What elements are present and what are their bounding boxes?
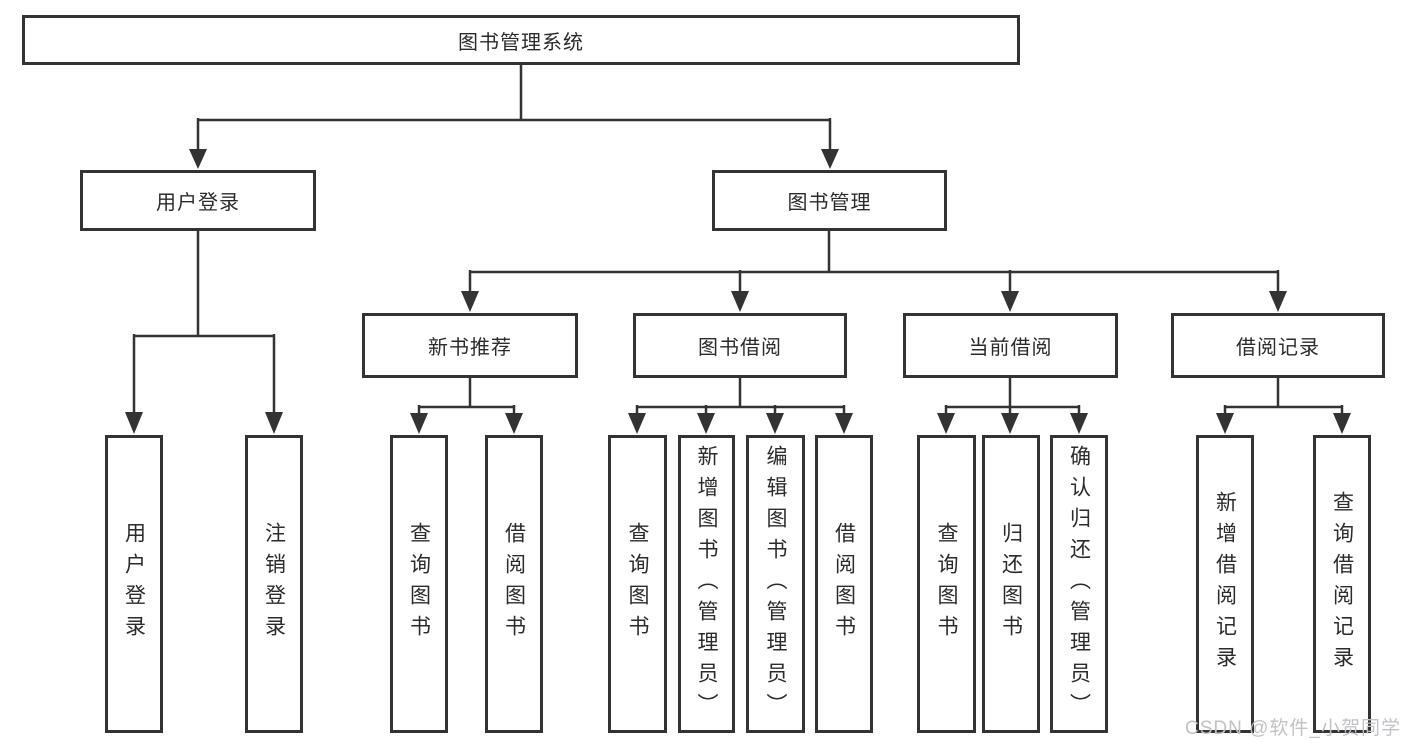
node-borrow-record: 借阅记录: [1171, 313, 1385, 378]
arrow-down-icon: [1001, 413, 1019, 434]
leaf-return-books: 归还图书: [982, 435, 1040, 733]
leaf-label: 借阅图书: [502, 522, 526, 646]
leaf-edit-books-admin: 编辑图书（管理员）: [746, 435, 805, 733]
node-new-book-recommend: 新书推荐: [362, 313, 578, 378]
leaf-label: 查询图书: [626, 522, 650, 646]
edge-new-book-recommend-branch: [417, 378, 516, 415]
arrow-down-icon: [1001, 291, 1019, 312]
arrow-down-icon: [189, 149, 207, 169]
node-user-login: 用户登录: [80, 170, 316, 231]
leaf-label: 用户登录: [122, 522, 146, 646]
arrow-down-icon: [1333, 413, 1351, 434]
arrow-down-icon: [835, 413, 853, 434]
leaf-add-books-admin: 新增图书（管理员）: [678, 435, 735, 733]
leaf-label: 查询图书: [407, 522, 431, 646]
arrow-down-icon: [697, 413, 715, 434]
arrow-down-icon: [1070, 413, 1088, 434]
arrow-down-icon: [1269, 291, 1287, 312]
node-current-borrow: 当前借阅: [903, 313, 1118, 378]
arrow-down-icon: [731, 291, 749, 312]
edge-borrow-record-branch: [1223, 378, 1344, 415]
leaf-borrow-books: 借阅图书: [815, 435, 873, 733]
arrow-down-icon: [125, 412, 143, 434]
edge-current-borrow-branch: [944, 378, 1081, 415]
arrow-down-icon: [766, 413, 784, 434]
watermark: CSDN @软件_小贺同学: [1185, 718, 1401, 739]
edge-root-to-level2: [196, 65, 832, 151]
node-book-borrow: 图书借阅: [633, 313, 847, 378]
edge-book-management-branch: [468, 231, 1280, 293]
leaf-user-login: 用户登录: [105, 435, 163, 733]
leaf-label: 编辑图书（管理员）: [764, 444, 788, 724]
leaf-label: 注销登录: [262, 522, 286, 646]
arrow-down-icon: [628, 413, 646, 434]
arrow-down-icon: [937, 413, 955, 434]
arrow-down-icon: [410, 413, 428, 434]
arrow-down-icon: [505, 413, 523, 434]
leaf-label: 归还图书: [999, 522, 1023, 646]
edge-book-borrow-branch: [635, 378, 846, 415]
arrowheads: [125, 149, 1351, 434]
leaf-label: 新增借阅记录: [1213, 491, 1237, 677]
arrow-down-icon: [821, 149, 839, 169]
arrow-down-icon: [461, 291, 479, 312]
leaf-add-borrow-record: 新增借阅记录: [1196, 435, 1254, 733]
node-root: 图书管理系统: [22, 15, 1020, 65]
leaf-label: 新增图书（管理员）: [695, 444, 719, 724]
arrow-down-icon: [1216, 413, 1234, 434]
edge-user-login-branch: [132, 231, 276, 414]
leaf-logout: 注销登录: [245, 435, 303, 733]
leaf-borrow-books-recommend: 借阅图书: [485, 435, 543, 733]
leaf-label: 确认归还（管理员）: [1067, 444, 1091, 724]
leaf-label: 查询图书: [935, 522, 959, 646]
leaf-confirm-return-admin: 确认归还（管理员）: [1050, 435, 1108, 733]
leaf-query-borrow-record: 查询借阅记录: [1313, 435, 1371, 733]
leaf-label: 借阅图书: [832, 522, 856, 646]
arrow-down-icon: [265, 412, 283, 434]
connector-lines: [132, 65, 1344, 415]
leaf-query-books-recommend: 查询图书: [390, 435, 448, 733]
leaf-query-books-current: 查询图书: [917, 435, 976, 733]
node-book-management: 图书管理: [712, 170, 947, 231]
leaf-query-books-borrow: 查询图书: [608, 435, 667, 733]
leaf-label: 查询借阅记录: [1330, 491, 1354, 677]
